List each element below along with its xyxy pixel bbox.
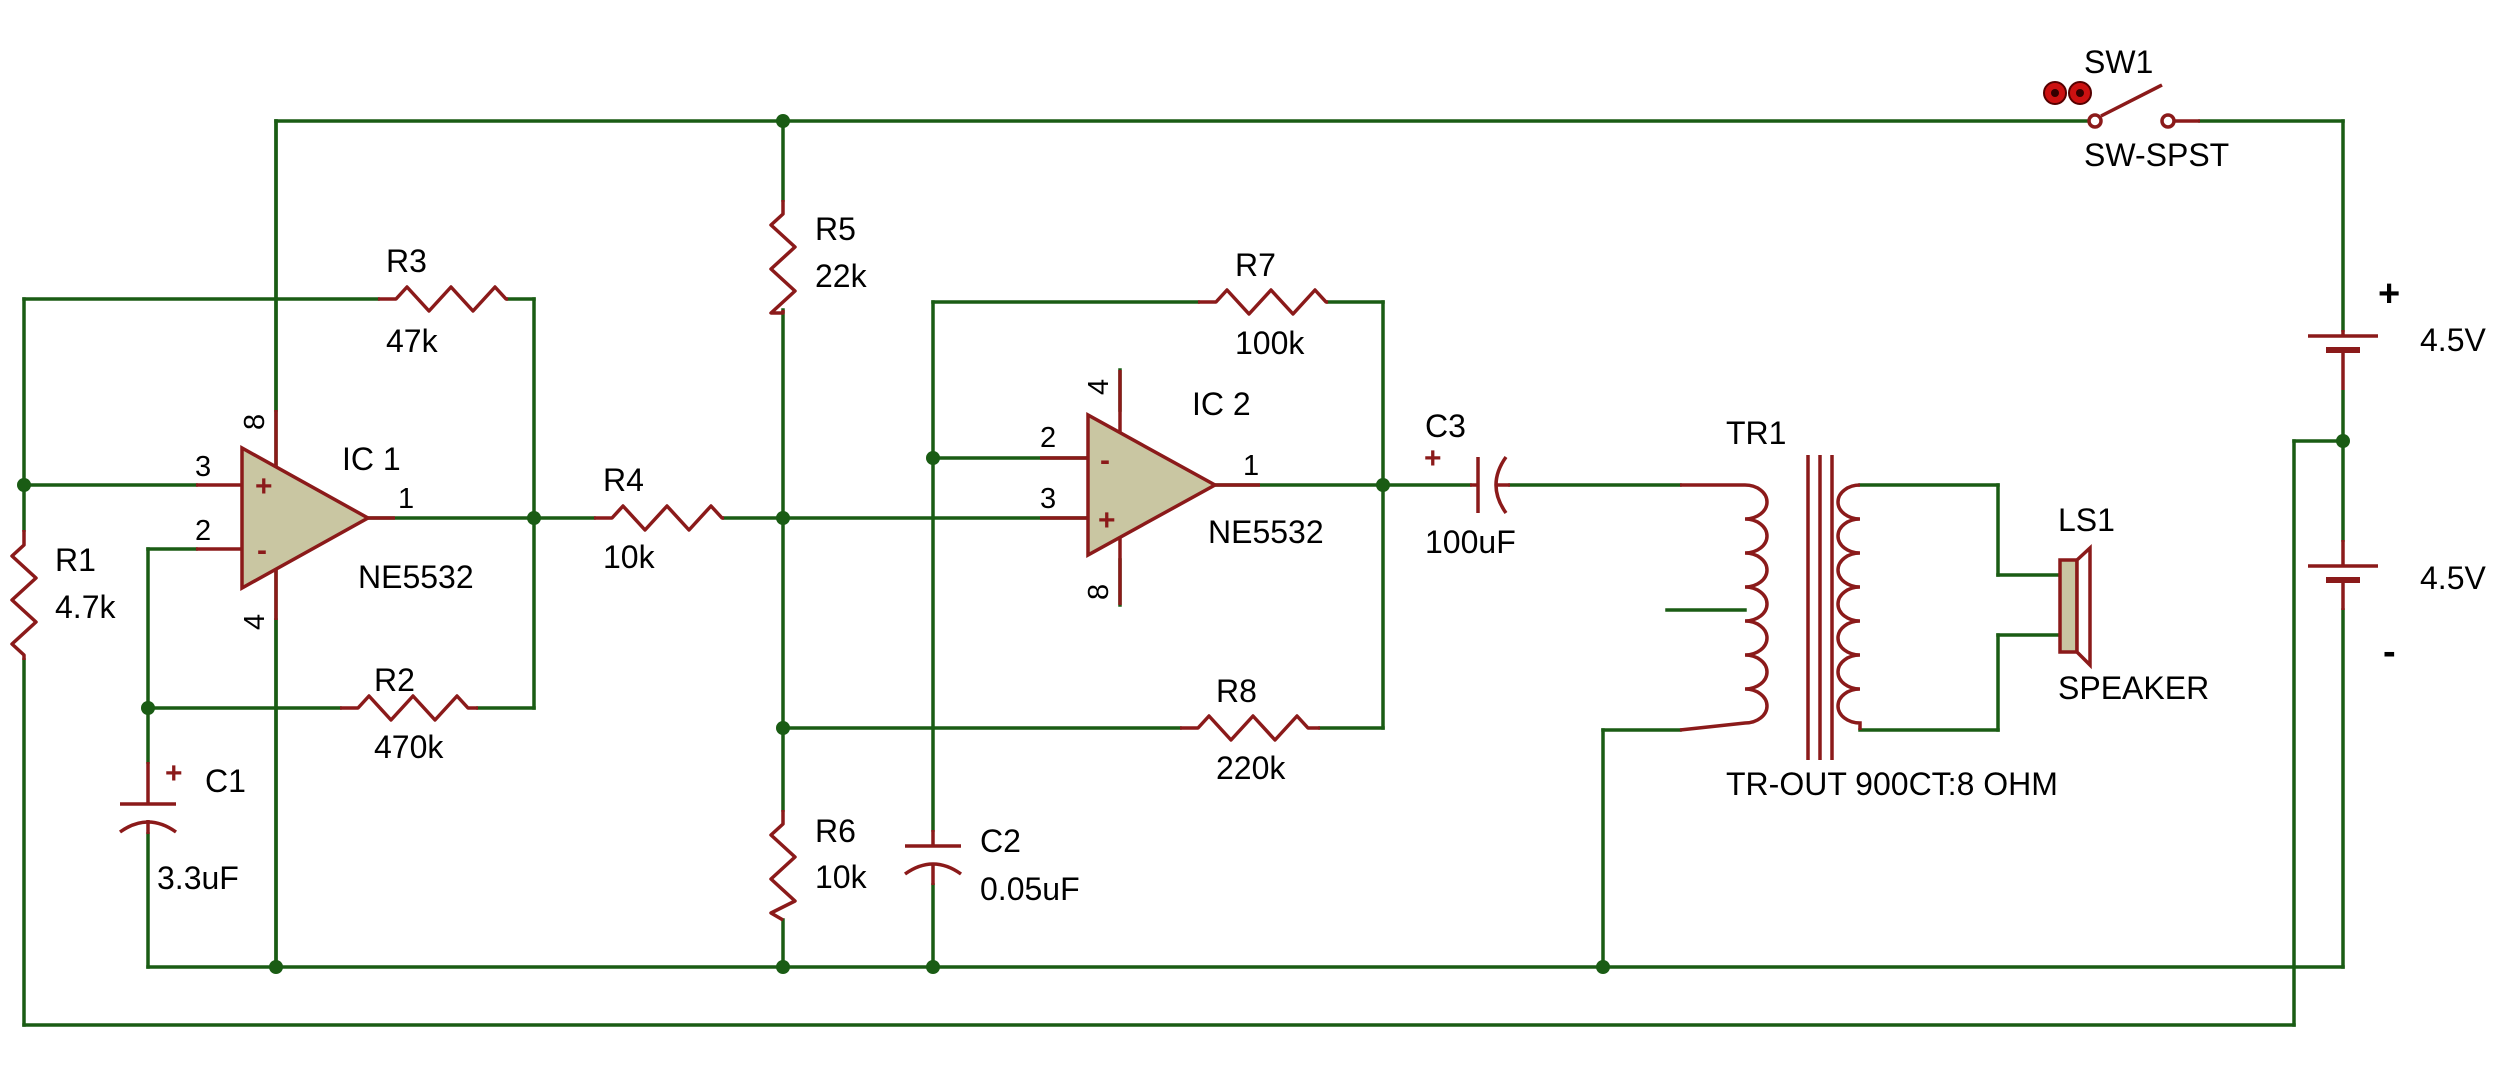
ic2-pin-in-plus: 3 [1040,483,1056,515]
ls1-value: SPEAKER [2058,670,2209,706]
ic1-noninv-sign: + [255,470,273,503]
r2-value: 470k [374,729,444,765]
sw1-value: SW-SPST [2084,137,2229,173]
tr1-value: TR-OUT 900CT:8 OHM [1726,766,2058,802]
bat2-cell [2308,540,2378,610]
wires [22,119,2345,1027]
bat1-cell [2308,330,2378,390]
ic1-pin-vminus: 4 [239,614,271,630]
ic1-pin-in-minus: 2 [195,515,211,547]
r4-value: 10k [603,539,656,575]
r8-resistor [1180,714,1320,742]
r3-ref: R3 [386,243,427,279]
r6-value: 10k [815,859,868,895]
r1-value: 4.7k [55,589,116,625]
ic1-pin-in-plus: 3 [195,451,211,483]
r4-resistor [594,504,724,532]
r7-resistor [1198,288,1328,316]
r2-ref: R2 [374,662,415,698]
batteries [2308,330,2378,610]
r8-ref: R8 [1216,673,1257,709]
ls1-ref: LS1 [2058,502,2115,538]
ic1-value: NE5532 [358,559,474,595]
c1-plus-sign: + [165,757,183,790]
capacitors [118,455,1510,885]
tr1-ref: TR1 [1726,415,1786,451]
r3-resistor [378,285,508,313]
c3-plus-sign: + [1424,442,1442,475]
ic2-pin-vplus: 4 [1083,379,1115,395]
ic2-value: NE5532 [1208,514,1324,550]
battery-minus-sign: - [2383,631,2396,673]
r6-resistor [769,810,797,922]
ic2-pin-vminus: 8 [1083,584,1115,600]
r7-ref: R7 [1235,247,1276,283]
r2-resistor [340,694,478,722]
r5-ref: R5 [815,211,856,247]
triangle-opamp-icon [1086,412,1219,558]
ic2-pin-in-minus: 2 [1040,422,1056,454]
ic1-pin-out: 1 [398,483,414,515]
resistors [10,200,1328,922]
ic1-ref: IC 1 [342,441,401,477]
triangle-opamp-icon [240,445,372,591]
c2-ref: C2 [980,823,1021,859]
secondary-winding [1836,483,1862,730]
bat1-value: 4.5V [2420,322,2486,358]
sw1-ref: SW1 [2084,44,2153,80]
battery-plus-sign: + [2378,273,2400,315]
c3-capacitor [1470,455,1510,515]
primary-winding [1679,483,1769,732]
speaker-icon [2058,544,2092,670]
ic2-pin-out: 1 [1243,450,1259,482]
c1-ref: C1 [205,763,246,799]
ic1-pin-vplus: 8 [239,414,271,430]
bat2-value: 4.5V [2420,560,2486,596]
r3-value: 47k [386,323,439,359]
c3-ref: C3 [1425,408,1466,444]
r1-resistor [10,530,38,660]
ic1-inv-sign: - [257,534,267,567]
junction-dots [17,114,2350,974]
pin-numbers: 3 2 1 8 4 2 3 1 4 8 [195,379,1259,630]
sw1-switch[interactable] [2087,83,2200,129]
r8-value: 220k [1216,750,1286,786]
ic2-noninv-sign: + [1098,504,1116,537]
ic2-ref: IC 2 [1192,386,1251,422]
c2-value: 0.05uF [980,871,1080,907]
c1-value: 3.3uF [157,860,239,896]
r5-value: 22k [815,258,868,294]
tr1-transformer [1679,455,1862,760]
r1-ref: R1 [55,542,96,578]
r7-value: 100k [1235,325,1305,361]
c1-capacitor [118,762,178,834]
r5-resistor [769,200,797,315]
r4-ref: R4 [603,462,644,498]
c3-value: 100uF [1425,524,1516,560]
ic1-opamp: + - [196,410,395,620]
ic2-opamp: - + [1040,370,1260,605]
r6-ref: R6 [815,813,856,849]
ic2-inv-sign: - [1100,444,1110,477]
labels: R1 4.7k R2 470k R3 47k R4 10k R5 22k R6 … [55,44,2486,907]
c2-capacitor [903,830,963,885]
red-dots-icon [2043,81,2092,105]
